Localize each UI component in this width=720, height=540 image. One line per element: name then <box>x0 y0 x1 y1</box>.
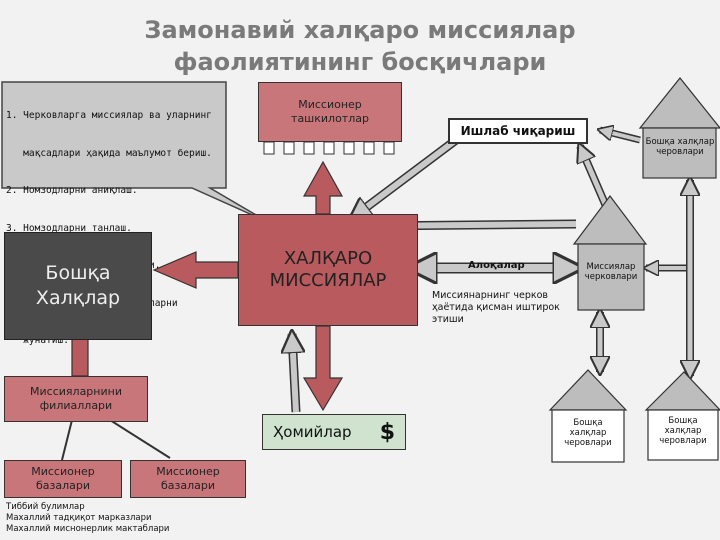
base-2-label: Миссионер базалари <box>156 465 220 492</box>
arrow-up-orgs <box>302 160 344 215</box>
other-churches-top-label: Бошқа халқлар черовлари <box>645 137 715 157</box>
stage-line: 3. Номзодларни танлаш. <box>6 222 132 234</box>
house-top-body <box>642 127 717 179</box>
arrow-down-sponsors <box>302 325 344 412</box>
bottom-note: Махаллий миснонерлик мактаблари <box>6 524 170 534</box>
title-line-1: Замонавий халқаро миссиялар <box>144 16 576 44</box>
other-churches-br-label: Бошқа халқлар черовлари <box>659 416 707 446</box>
production-box: Ишлаб чиқариш <box>448 118 588 144</box>
sponsors-box: Ҳомийлар $ <box>262 414 406 450</box>
house-br-roof <box>644 371 720 411</box>
stage-line: 1. Черковларга миссиялар ва уларнинг <box>6 110 212 121</box>
title-line-2: фаолиятининг босқичлари <box>173 48 547 76</box>
house-center-body <box>577 243 645 311</box>
sponsors-label: Ҳомийлар <box>273 423 352 441</box>
mission-orgs-box: Миссионер ташкилотлар <box>258 82 402 142</box>
arrow-left-peoples <box>152 251 239 289</box>
other-peoples-box: Бошқа Халқлар <box>4 232 152 340</box>
other-peoples-label: Бошқа Халқлар <box>35 262 121 309</box>
branches-label: Миссияларнини филиаллари <box>30 385 122 412</box>
stages-callout <box>1 81 269 223</box>
stage-line: жўнатиш. <box>6 335 69 346</box>
house-bl-body <box>551 409 625 463</box>
bottom-note: Тиббий булимлар <box>6 502 85 512</box>
mission-churches-label: Миссиялар черковлари <box>584 262 638 282</box>
stage-line: 2. Номзодларни аниқлаш. <box>6 185 138 196</box>
house-bl-roof <box>548 369 628 411</box>
relations-note: Миссиянарнинг черков ҳаётида қисман ишти… <box>432 290 560 325</box>
stage-line: мақсадлари ҳақида маълумот бериш. <box>6 147 212 159</box>
central-box: ХАЛҚАРО МИССИЯЛАР <box>238 214 418 326</box>
arrow-branch-base1 <box>61 419 73 461</box>
central-label: ХАЛҚАРО МИССИЯЛАР <box>269 248 387 291</box>
house-center-roof <box>572 195 648 245</box>
bottom-note: Махаллий тадқиқот марказлари <box>6 513 152 523</box>
production-label: Ишлаб чиқариш <box>460 124 576 138</box>
base-1-box: Миссионер базалари <box>4 460 122 498</box>
house-br-body <box>647 409 719 461</box>
mission-orgs-label: Миссионер ташкилотлар <box>291 98 369 125</box>
bottom-notes: Тиббий булимлар Махаллий тадқиқот марказ… <box>6 502 169 535</box>
base-2-box: Миссионер базалари <box>130 460 246 498</box>
page-title: Замонавий халқаро миссиялар фаолиятининг… <box>0 14 720 78</box>
mission-orgs-tabs <box>263 141 395 155</box>
arrow-branch-base2 <box>109 419 171 459</box>
relations-label: Алоқалар <box>468 260 525 271</box>
house-top-roof <box>638 77 720 129</box>
other-churches-bl-label: Бошқа халқлар черовлари <box>564 418 612 448</box>
branches-box: Миссияларнини филиаллари <box>4 376 148 422</box>
base-1-label: Миссионер базалари <box>31 465 95 492</box>
dollar-icon: $ <box>379 419 395 445</box>
